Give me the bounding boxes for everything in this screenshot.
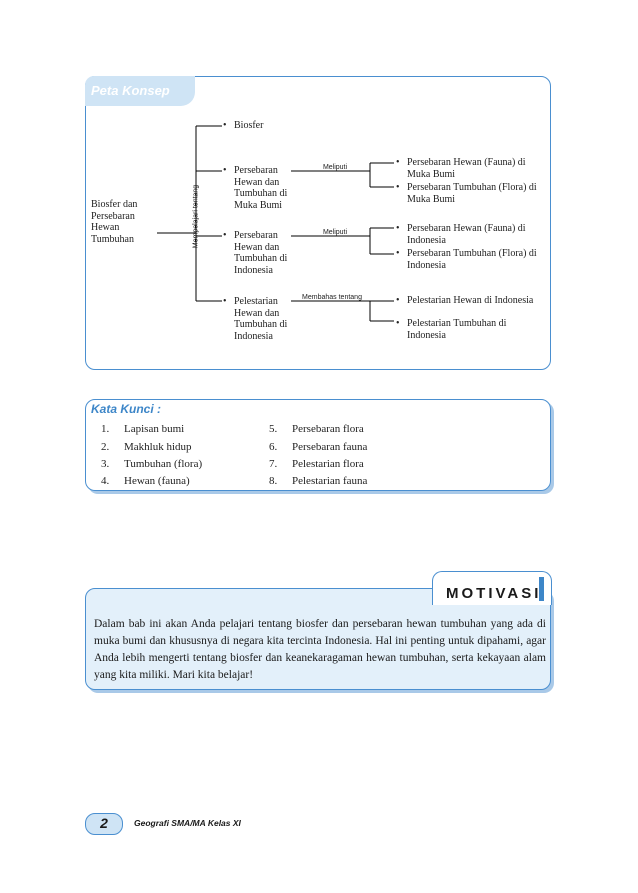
relation-label: Membahas tentang <box>302 294 362 301</box>
bullet-icon: • <box>223 296 227 307</box>
concept-map-title: Peta Konsep <box>91 83 170 98</box>
keyword-item: 8. Pelestarian fauna <box>269 475 368 487</box>
leaf-item: • Pelestarian Hewan di Indonesia <box>396 295 534 306</box>
leaf-item: • Persebaran Tumbuhan (Flora) di Muka Bu… <box>396 182 537 205</box>
concept-map-tab <box>85 76 195 106</box>
bullet-icon: • <box>396 318 400 329</box>
motivation-title: MOTIVASI <box>446 585 542 602</box>
bullet-icon: • <box>223 120 227 131</box>
branch-pelestarian: • Pelestarian Hewan dan Tumbuhan di Indo… <box>223 296 288 342</box>
bullet-icon: • <box>396 248 400 259</box>
concept-map-panel <box>85 76 551 370</box>
motivation-tab <box>432 571 552 605</box>
bullet-icon: • <box>396 223 400 234</box>
relation-label: Meliputi <box>322 229 348 236</box>
keyword-item: 7. Pelestarian flora <box>269 458 364 470</box>
bullet-icon: • <box>396 295 400 306</box>
bullet-icon: • <box>223 230 227 241</box>
branch-persebaran-indonesia: • Persebaran Hewan dan Tumbuhan di Indon… <box>223 230 288 276</box>
branch-persebaran-muka-bumi: • Persebaran Hewan dan Tumbuhan di Muka … <box>223 165 288 211</box>
bullet-icon: • <box>223 165 227 176</box>
keywords-title: Kata Kunci : <box>91 402 162 416</box>
bullet-icon: • <box>396 157 400 168</box>
keyword-item: 4. Hewan (fauna) <box>101 475 190 487</box>
concept-root: Biosfer dan Persebaran Hewan Tumbuhan <box>91 199 138 245</box>
keyword-item: 5. Persebaran flora <box>269 423 364 435</box>
page-number: 2 <box>85 813 123 835</box>
book-title: Geografi SMA/MA Kelas XI <box>134 818 241 828</box>
leaf-item: • Persebaran Tumbuhan (Flora) di Indones… <box>396 248 537 271</box>
motivation-accent-bar <box>539 577 544 601</box>
keyword-item: 1. Lapisan bumi <box>101 423 185 435</box>
leaf-item: • Persebaran Hewan (Fauna) di Muka Bumi <box>396 157 526 180</box>
leaf-item: • Pelestarian Tumbuhan di Indonesia <box>396 318 507 341</box>
bullet-icon: • <box>396 182 400 193</box>
motivation-panel <box>85 588 551 690</box>
relation-label: Meliputi <box>322 164 348 171</box>
keyword-item: 3. Tumbuhan (flora) <box>101 458 203 470</box>
keywords-panel <box>85 399 551 491</box>
root-relation-label: Mempelajari tentang <box>192 184 200 249</box>
leaf-item: • Persebaran Hewan (Fauna) di Indonesia <box>396 223 526 246</box>
keyword-item: 2. Makhluk hidup <box>101 441 192 453</box>
keyword-item: 6. Persebaran fauna <box>269 441 368 453</box>
motivation-text: Dalam bab ini akan Anda pelajari tentang… <box>94 618 546 681</box>
branch-biosfer: • Biosfer <box>223 120 264 131</box>
